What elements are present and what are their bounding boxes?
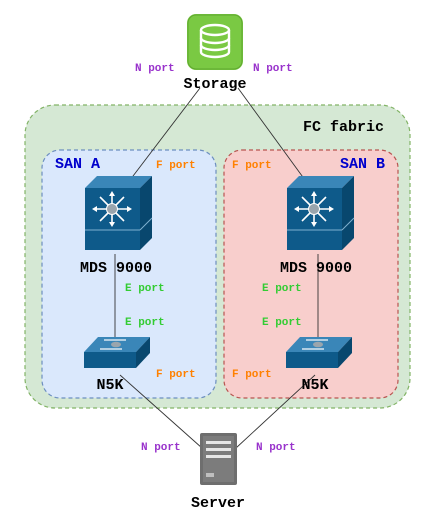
- workgroup-switch-icon[interactable]: [84, 337, 150, 368]
- link-n5k-a-server: [119, 374, 203, 449]
- links: [114, 87, 319, 449]
- san-a-title: SAN A: [55, 156, 100, 173]
- san-a-f-port-bottom: F port: [156, 369, 196, 381]
- san-b-title: SAN B: [340, 156, 385, 173]
- database-icon[interactable]: [187, 14, 243, 70]
- link-storage-mds-b: [237, 87, 306, 181]
- storage-n-port-right: N port: [253, 63, 293, 75]
- mds-a-e-port-bottom: E port: [125, 317, 165, 329]
- director-switch-icon[interactable]: [85, 176, 153, 250]
- san-b-region: [223, 149, 399, 399]
- mds-b-label: MDS 9000: [280, 260, 352, 277]
- link-storage-mds-a: [129, 87, 201, 181]
- server-label: Server: [191, 495, 245, 512]
- san-b-f-port-bottom: F port: [232, 369, 272, 381]
- link-n5k-b-server: [235, 374, 316, 449]
- mds-a-e-port-top: E port: [125, 283, 165, 295]
- n5k-b-label: N5K: [301, 377, 328, 394]
- san-b-f-port-top: F port: [232, 160, 272, 172]
- mds-b-e-port-bottom: E port: [262, 317, 302, 329]
- n5k-a-label: N5K: [96, 377, 123, 394]
- mds-b-e-port-top: E port: [262, 283, 302, 295]
- director-switch-icon[interactable]: [287, 176, 355, 250]
- storage-n-port-left: N port: [135, 63, 175, 75]
- server-n-port-right: N port: [256, 442, 296, 454]
- san-a-f-port-top: F port: [156, 160, 196, 172]
- storage-label: Storage: [183, 76, 246, 93]
- workgroup-switch-icon[interactable]: [286, 337, 352, 368]
- server-icon[interactable]: [200, 433, 237, 485]
- server-n-port-left: N port: [141, 442, 181, 454]
- mds-a-label: MDS 9000: [80, 260, 152, 277]
- fc-fabric-title: FC fabric: [303, 119, 384, 136]
